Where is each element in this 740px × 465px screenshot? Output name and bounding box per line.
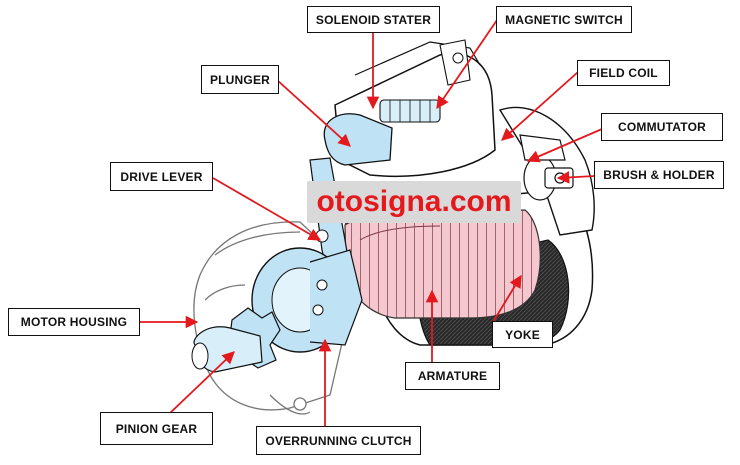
label-yoke: YOKE xyxy=(492,321,553,348)
arrow-brush-holder xyxy=(556,171,596,184)
callout-arrows xyxy=(140,19,603,427)
label-field-coil: FIELD COIL xyxy=(577,60,670,86)
arrow-pinion-gear xyxy=(168,351,235,415)
label-motor-housing: MOTOR HOUSING xyxy=(8,308,140,336)
watermark-text: otosigna.com xyxy=(307,181,521,223)
pinion-gear-shape xyxy=(191,307,281,373)
armature-coils xyxy=(344,209,541,319)
label-commutator: COMMUTATOR xyxy=(601,113,723,141)
label-pinion-gear: PINION GEAR xyxy=(100,412,213,445)
label-overrunning-clutch: OVERRUNNING CLUTCH xyxy=(256,426,421,455)
arrow-plunger xyxy=(276,79,351,147)
arrow-yoke xyxy=(492,274,522,323)
label-armature: ARMATURE xyxy=(405,362,500,390)
arrow-field-coil xyxy=(501,71,579,141)
label-magnetic-switch: MAGNETIC SWITCH xyxy=(496,6,632,33)
arrow-drive-lever xyxy=(212,177,322,241)
arrow-magnetic-switch xyxy=(436,19,498,110)
label-drive-lever: DRIVE LEVER xyxy=(110,162,213,191)
plunger-shape xyxy=(323,113,393,166)
arrow-commutator xyxy=(526,128,603,163)
label-plunger: PLUNGER xyxy=(201,65,279,94)
label-brush-holder: BRUSH & HOLDER xyxy=(594,161,724,189)
label-solenoid-stater: SOLENOID STATER xyxy=(307,6,440,33)
